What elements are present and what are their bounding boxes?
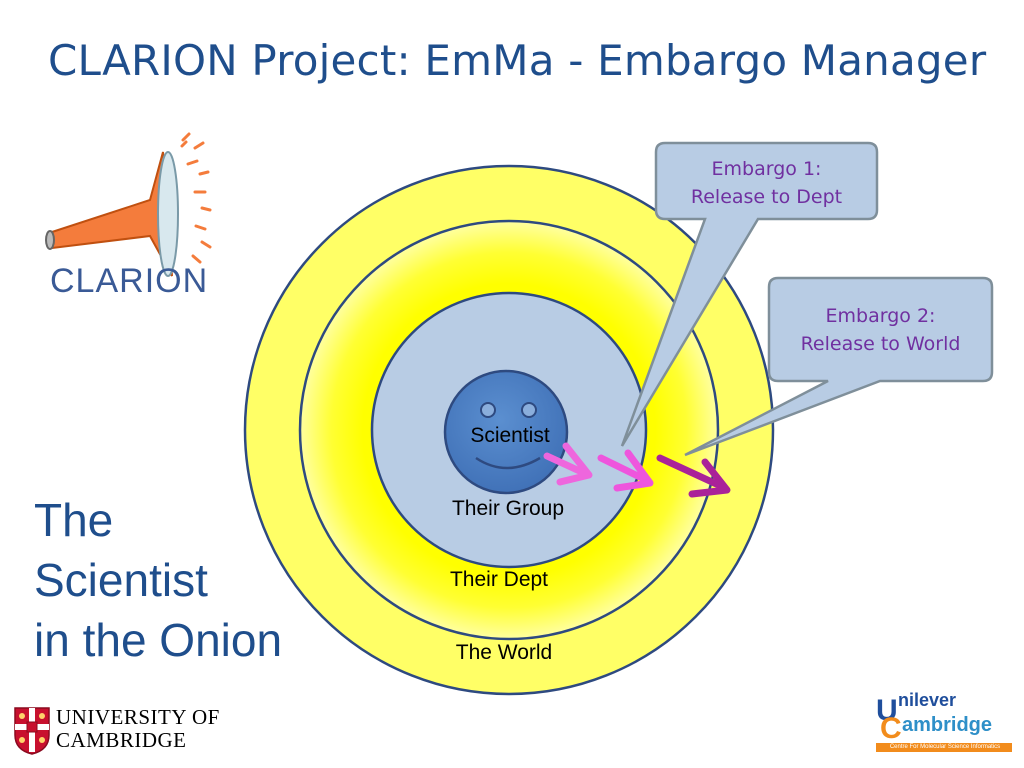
cambridge-crest-icon <box>14 707 50 755</box>
uc-logo-mark-icon: U C <box>876 694 1012 752</box>
uc-line-2: ambridge <box>902 714 993 736</box>
callout-1-line1: Embargo 1: <box>711 158 822 180</box>
callout-embargo-2: Embargo 2: Release to World <box>769 302 992 358</box>
dept-label: Their Dept <box>449 568 549 591</box>
world-label: The World <box>455 641 553 664</box>
callout-embargo-2-shape <box>684 276 994 457</box>
callout-1-line2: Release to Dept <box>690 186 843 208</box>
callout-embargo-1: Embargo 1: Release to Dept <box>656 155 877 211</box>
svg-text:U: U <box>876 694 898 727</box>
scientist-face-icon <box>443 369 569 495</box>
tagline-line-2: Scientist <box>34 554 208 606</box>
horn-icon <box>45 132 212 277</box>
arrow-2-icon <box>597 449 654 492</box>
slide-title: CLARION Project: EmMa - Embargo Manager <box>48 36 987 85</box>
callout-2-line1: Embargo 2: <box>825 305 936 327</box>
arrow-1-icon <box>543 442 593 486</box>
svg-text:C: C <box>880 712 902 745</box>
tagline-line-1: The <box>34 494 114 546</box>
tagline: The Scientist in the Onion <box>34 490 282 670</box>
tagline-line-3: in the Onion <box>34 614 283 666</box>
uc-line-1: nilever <box>898 690 957 710</box>
scientist-label: Scientist <box>470 424 550 447</box>
cambridge-line-1: UNIVERSITY OF <box>56 705 220 729</box>
uc-subtitle: Centre For Molecular Science Informatics <box>889 744 1001 750</box>
unilever-cambridge-logo: U C nilever ambridge Centre For Molecula… <box>874 690 1014 752</box>
arrow-3-icon <box>656 454 731 498</box>
callout-embargo-1-shape <box>620 141 879 447</box>
cambridge-line-2: CAMBRIDGE <box>56 728 187 752</box>
clarion-logo-text: CLARION <box>50 262 209 300</box>
callout-2-line2: Release to World <box>800 333 961 355</box>
cambridge-logo-text: UNIVERSITY OF CAMBRIDGE <box>56 706 220 752</box>
group-label: Their Group <box>451 497 565 520</box>
